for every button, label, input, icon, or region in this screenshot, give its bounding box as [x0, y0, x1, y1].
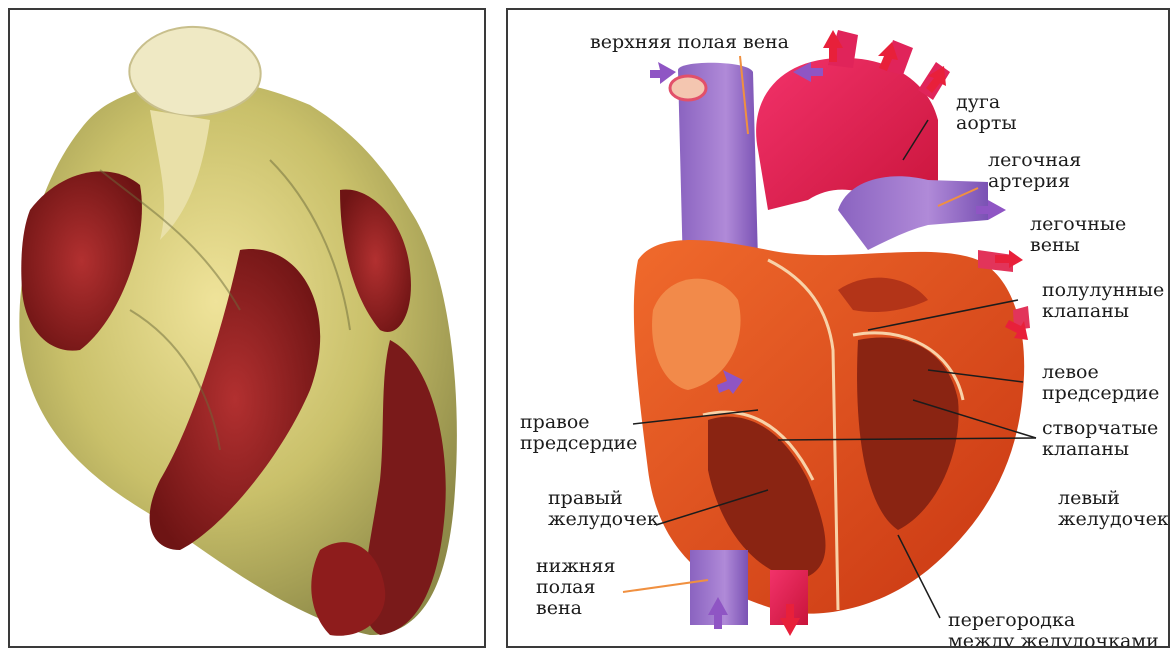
aorta-stump [129, 27, 260, 116]
pulmonary-artery [838, 176, 988, 250]
heart-photo-panel [8, 8, 486, 648]
heart-photo [10, 10, 484, 646]
label-superior-vena-cava: верхняя полая вена [590, 32, 789, 53]
heart-diagram [508, 10, 1168, 646]
